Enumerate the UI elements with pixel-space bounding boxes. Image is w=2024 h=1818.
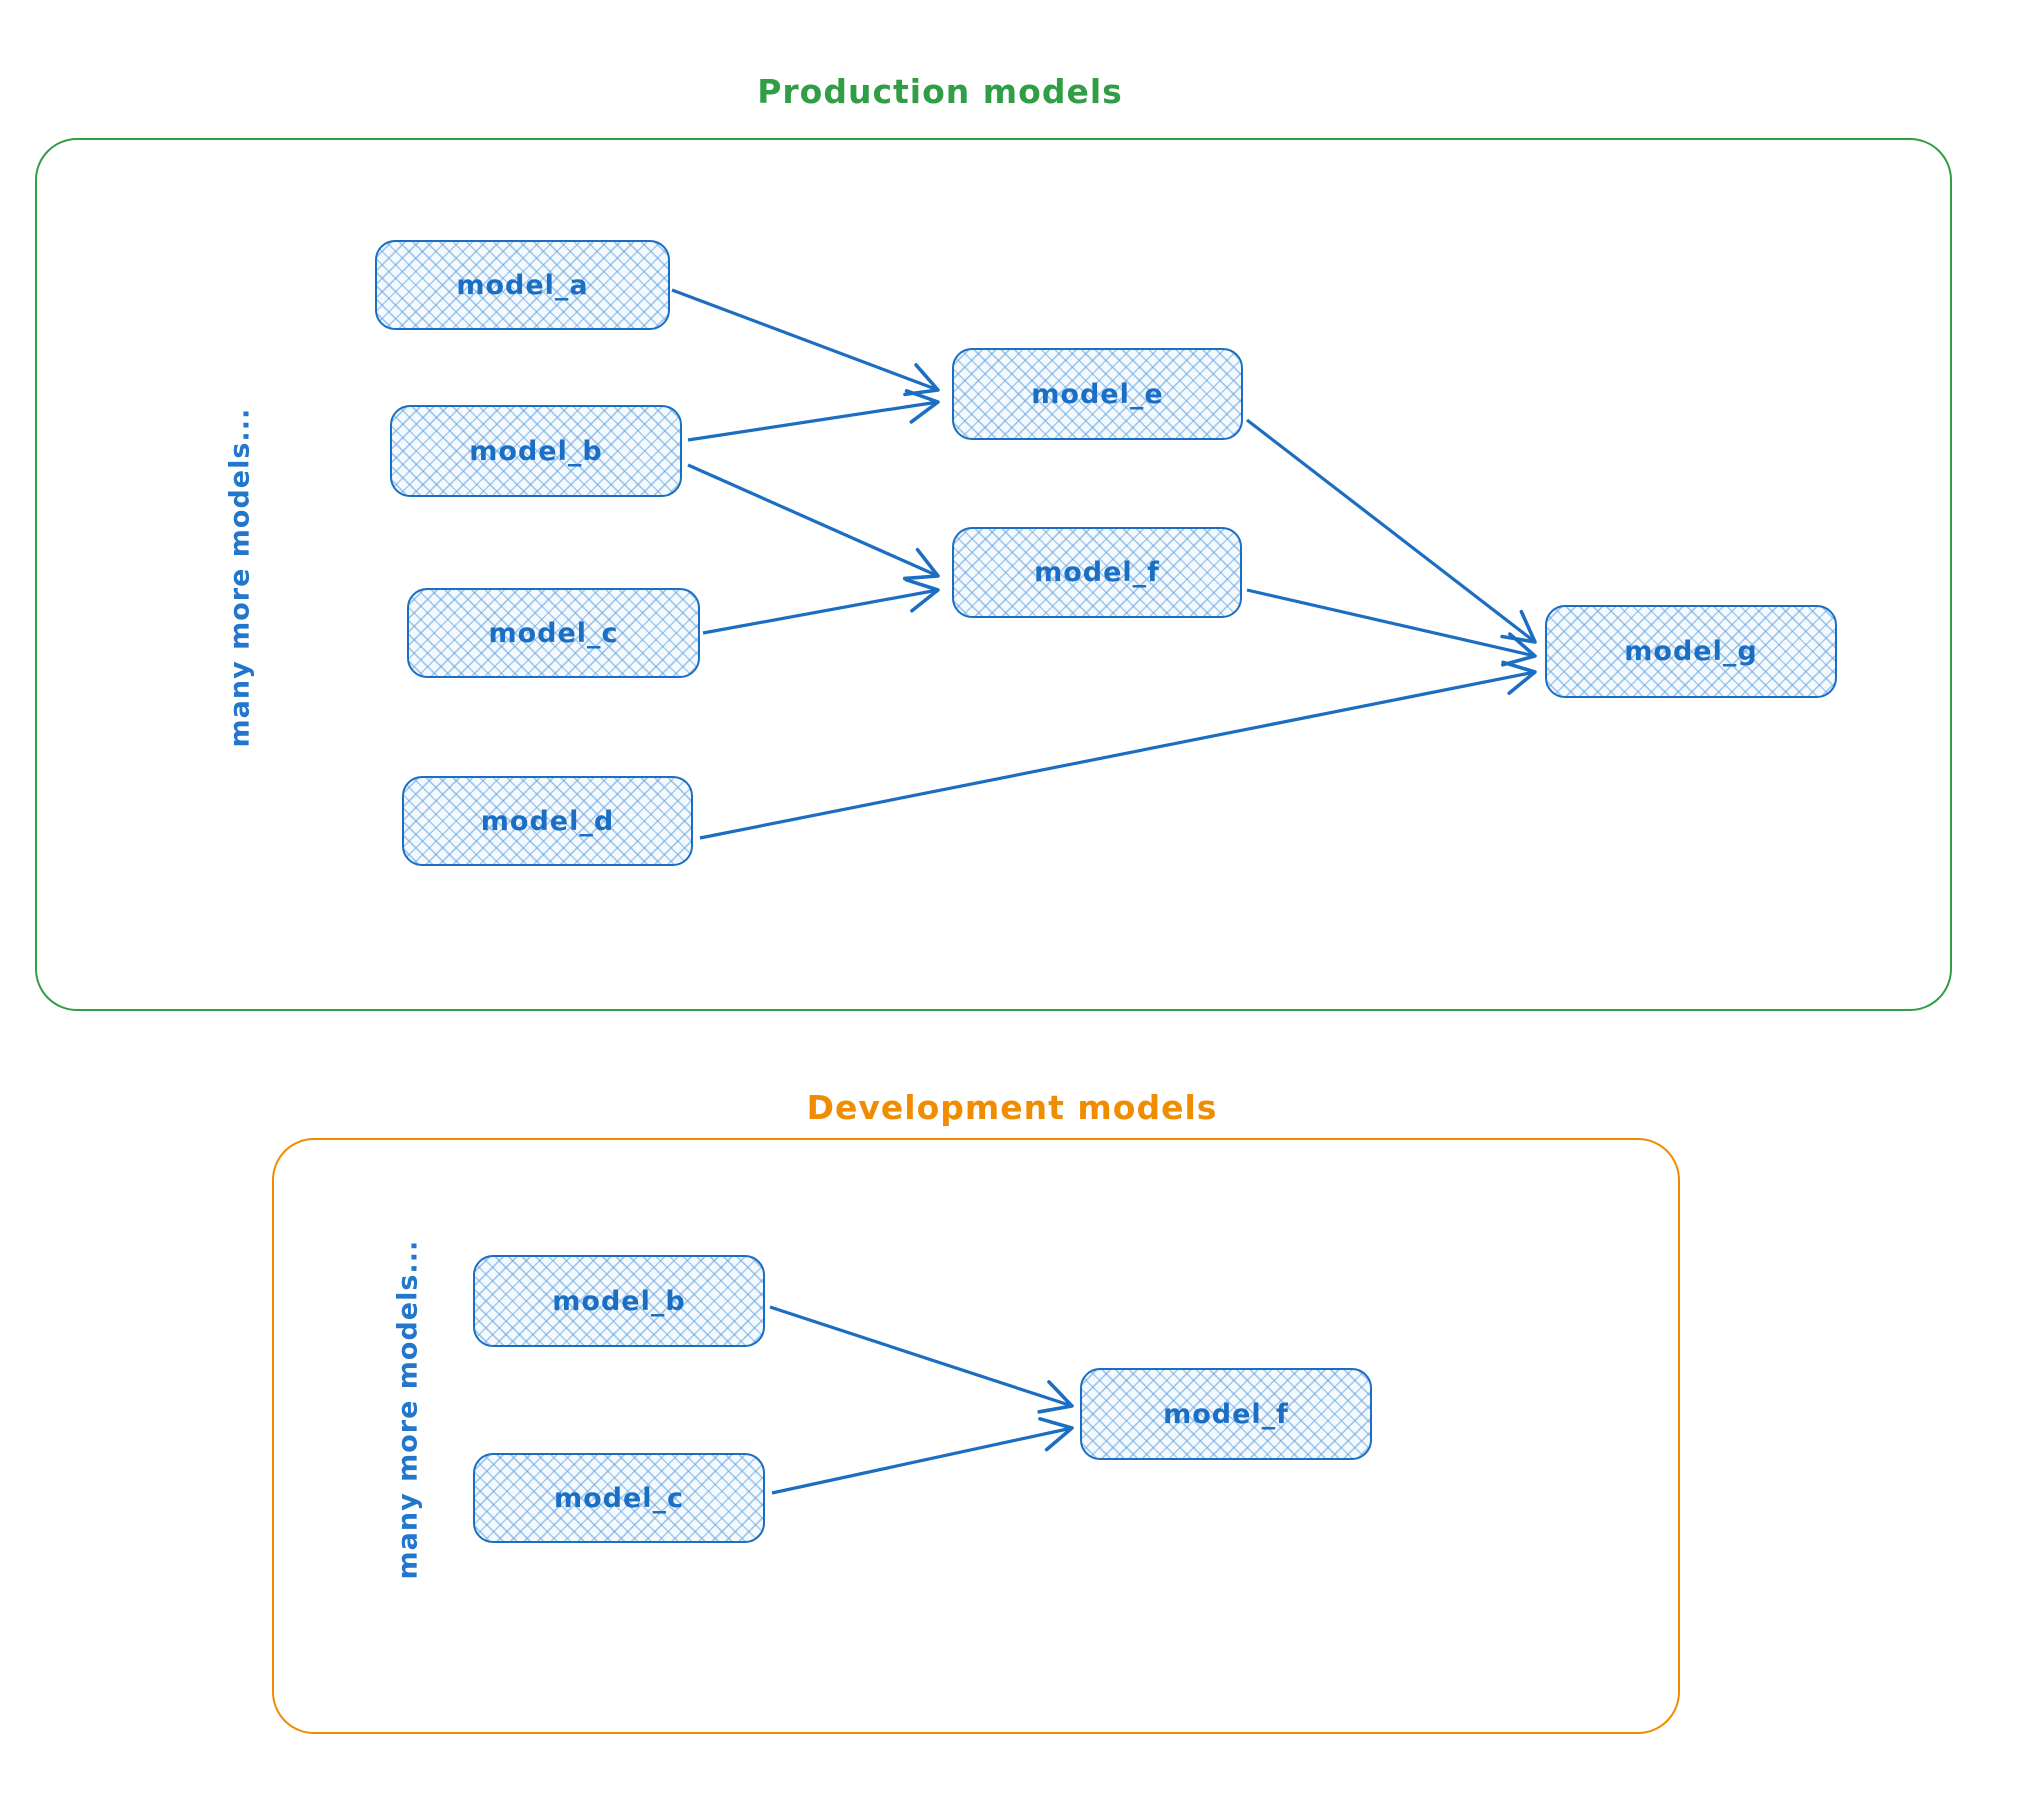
production-title: Production models [757, 72, 1123, 111]
node-production-model_d[interactable]: model_d [402, 776, 693, 866]
node-production-model_b[interactable]: model_b [390, 405, 682, 497]
node-label: model_d [480, 805, 615, 837]
production-frame[interactable] [35, 138, 1952, 1011]
development-side-label: many more models... [392, 1239, 424, 1580]
node-label: model_c [488, 617, 619, 649]
node-development-model_f[interactable]: model_f [1080, 1368, 1372, 1460]
node-label: model_a [456, 269, 589, 301]
node-production-model_a[interactable]: model_a [375, 240, 670, 330]
node-label: model_f [1034, 557, 1160, 588]
node-development-model_c[interactable]: model_c [473, 1453, 765, 1543]
development-title: Development models [806, 1088, 1218, 1127]
node-label: model_e [1031, 378, 1164, 410]
node-label: model_b [469, 435, 603, 467]
production-side-label: many more models... [224, 407, 256, 748]
node-development-model_b[interactable]: model_b [473, 1255, 765, 1347]
node-label: model_f [1163, 1398, 1289, 1430]
node-label: model_c [553, 1482, 685, 1514]
node-production-model_g[interactable]: model_g [1545, 605, 1837, 698]
node-production-model_e[interactable]: model_e [952, 348, 1243, 440]
node-label: model_g [1624, 636, 1758, 667]
node-production-model_f[interactable]: model_f [952, 527, 1242, 618]
node-production-model_c[interactable]: model_c [407, 588, 700, 678]
development-frame[interactable] [272, 1138, 1680, 1734]
node-label: model_b [552, 1285, 686, 1317]
